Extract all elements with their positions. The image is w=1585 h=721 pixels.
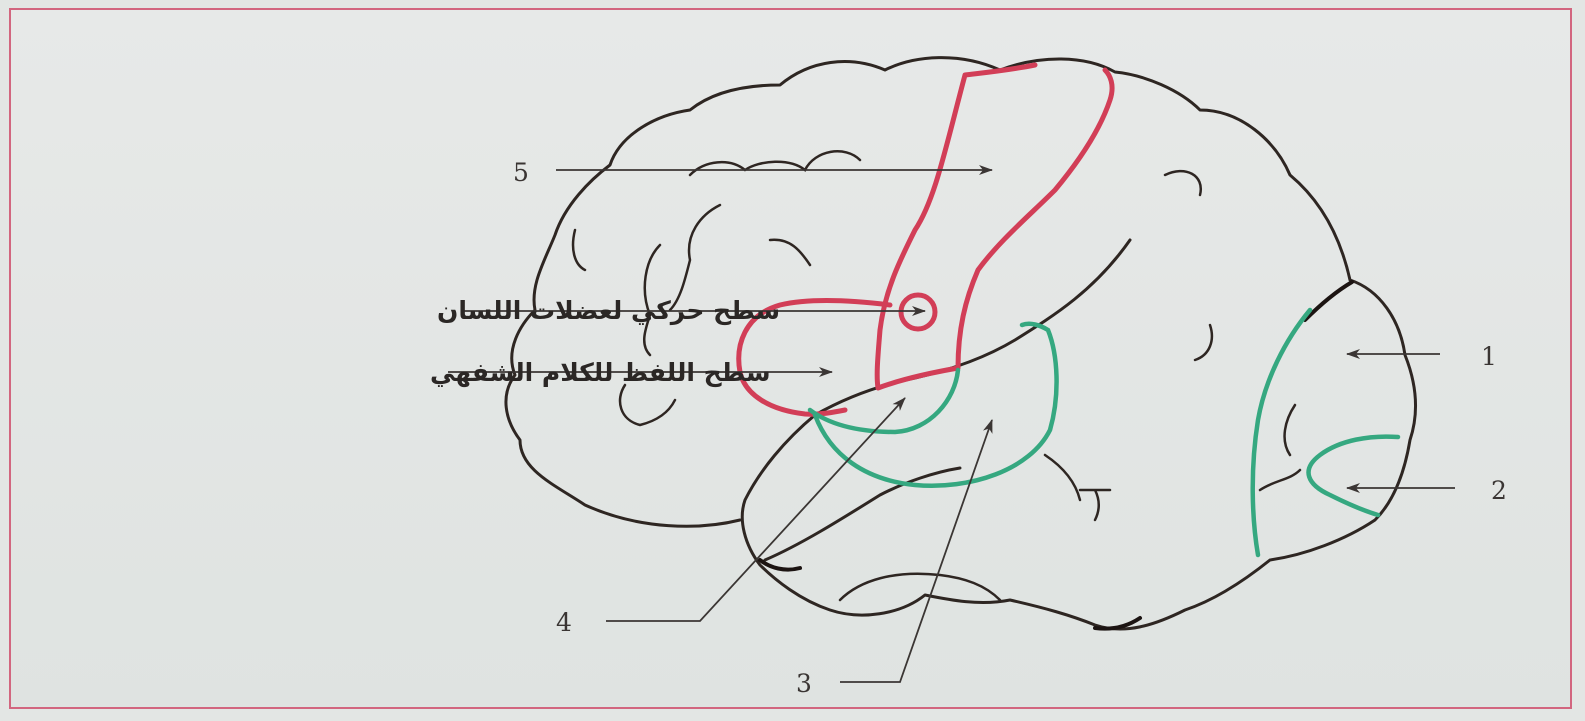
auditory-area-region bbox=[810, 370, 958, 432]
wernicke-area-region bbox=[815, 324, 1057, 486]
visual-association-region bbox=[1309, 437, 1398, 515]
label-speech-articulation-area: سطح اللفظ للكلام الشفهي bbox=[430, 358, 771, 388]
label-2: 2 bbox=[1491, 476, 1507, 505]
parietal-sulci bbox=[1045, 171, 1300, 520]
label-5: 5 bbox=[513, 158, 529, 187]
tongue-motor-circle bbox=[901, 295, 935, 329]
label-tongue-motor-area: سطح حركي لعضلات اللسان bbox=[437, 296, 780, 326]
label-1: 1 bbox=[1481, 342, 1497, 371]
temporal-sulcus bbox=[840, 574, 1000, 600]
label-3: 3 bbox=[796, 669, 812, 698]
temporal-lobe-contour bbox=[765, 468, 960, 560]
motor-cortex-region bbox=[877, 65, 1112, 388]
arrow-3 bbox=[840, 420, 992, 682]
outline-accents bbox=[760, 282, 1352, 629]
visual-cortex-region bbox=[1253, 310, 1310, 555]
label-4: 4 bbox=[556, 608, 572, 637]
